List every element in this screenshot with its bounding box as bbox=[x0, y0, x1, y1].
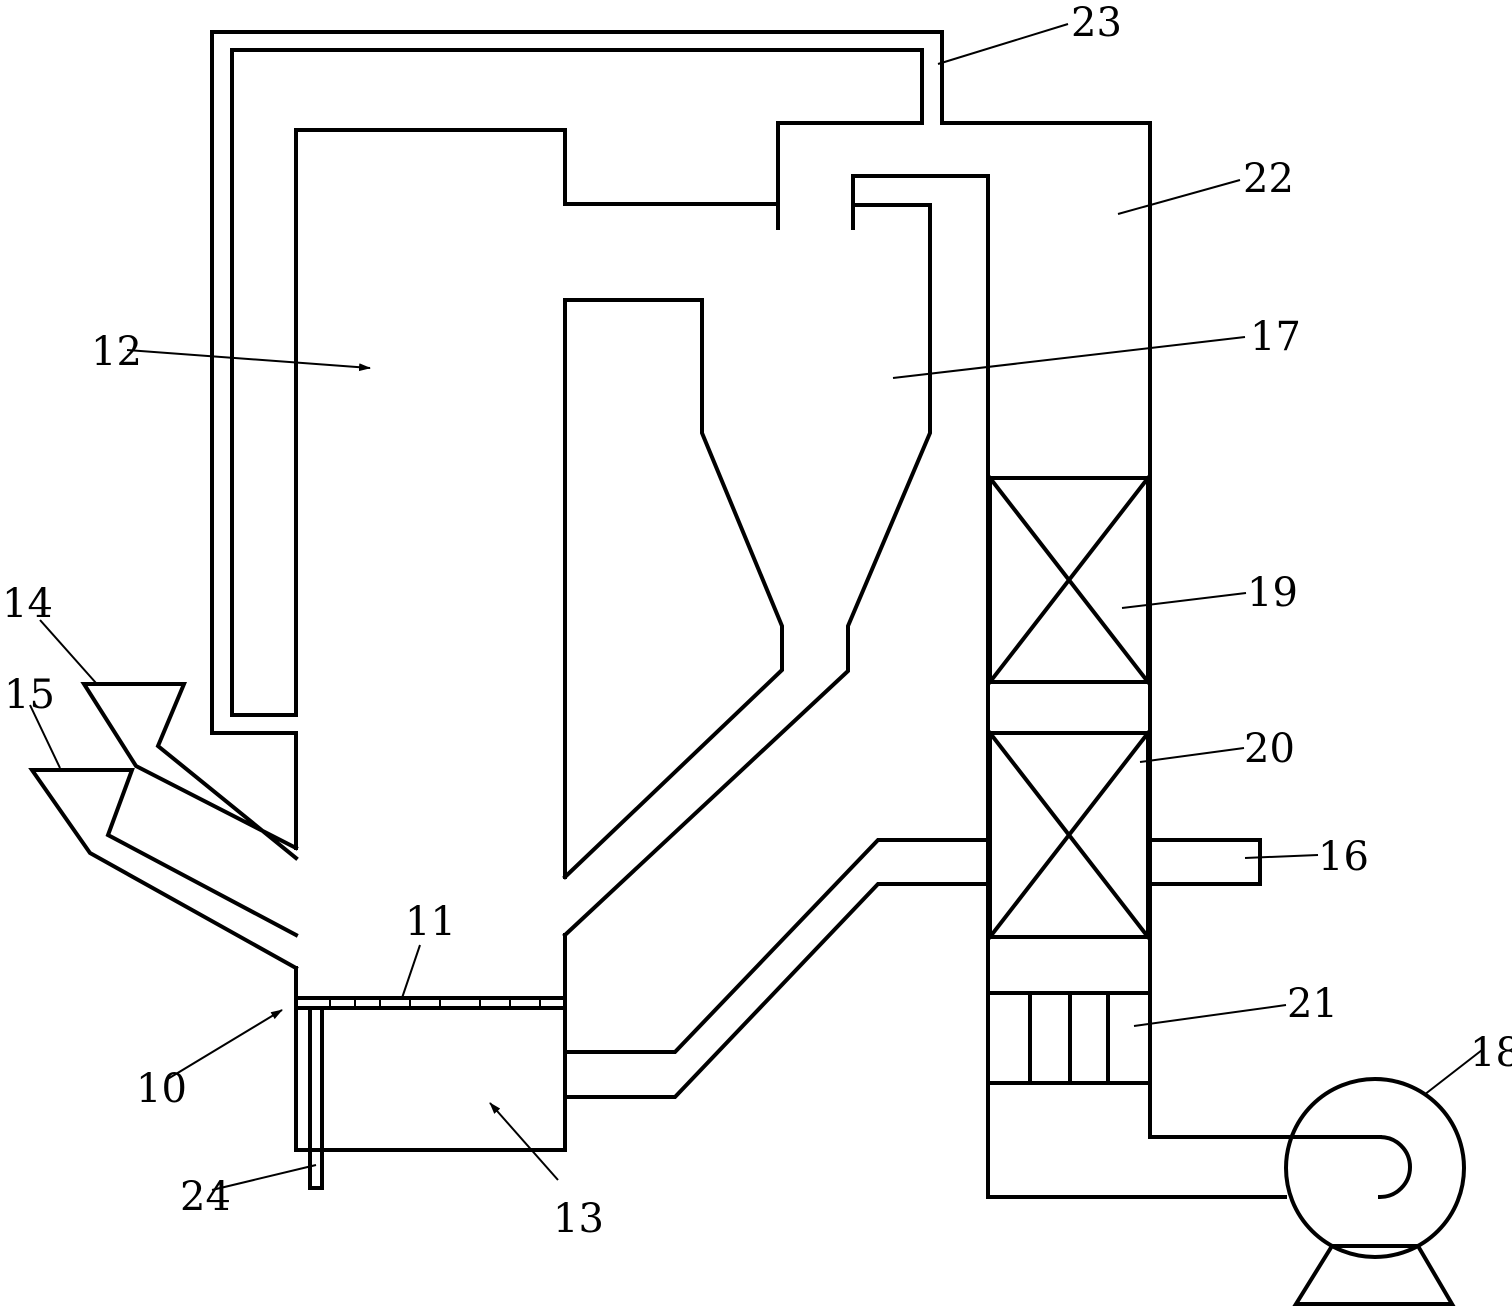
label-17: 17 bbox=[1250, 314, 1301, 360]
separator-outer-wall bbox=[851, 174, 1287, 1199]
leader-12 bbox=[126, 349, 371, 372]
leader-10 bbox=[165, 1009, 283, 1081]
furnace-chamber bbox=[294, 128, 932, 938]
label-10: 10 bbox=[136, 1066, 187, 1112]
leader-17 bbox=[892, 336, 1246, 379]
tube-bank-21 bbox=[988, 991, 1150, 1085]
label-24: 24 bbox=[180, 1174, 231, 1220]
label-23: 23 bbox=[1071, 0, 1122, 46]
feeder-14-hopper bbox=[80, 682, 299, 861]
return-duct-outer-wall bbox=[210, 30, 1382, 1139]
label-21: 21 bbox=[1287, 981, 1338, 1027]
air-supply-duct bbox=[563, 838, 990, 1099]
fan-casing bbox=[1284, 1077, 1466, 1259]
leader-24 bbox=[211, 1164, 317, 1191]
leader-15 bbox=[29, 704, 61, 769]
heat-exchanger-19 bbox=[987, 475, 1151, 685]
leader-21 bbox=[1133, 1004, 1287, 1027]
label-16: 16 bbox=[1318, 834, 1369, 880]
label-11: 11 bbox=[405, 899, 456, 945]
label-22: 22 bbox=[1243, 156, 1294, 202]
heat-exchanger-20 bbox=[987, 730, 1151, 940]
label-18: 18 bbox=[1470, 1030, 1512, 1076]
distributor-and-windbox bbox=[294, 933, 567, 1190]
slag-drain-pipe bbox=[308, 1006, 324, 1190]
leader-14 bbox=[39, 619, 97, 684]
furnace-partition-wall bbox=[562, 298, 784, 880]
label-14: 14 bbox=[2, 581, 53, 627]
furnace-left-wall-upper bbox=[294, 128, 780, 717]
fan-18 bbox=[1284, 1077, 1466, 1306]
leader-18 bbox=[1423, 1049, 1483, 1096]
return-duct-inner-wall bbox=[230, 48, 924, 717]
label-13: 13 bbox=[553, 1196, 604, 1242]
leader-13 bbox=[489, 1102, 559, 1181]
leader-23 bbox=[937, 23, 1069, 65]
fan-inlet-pipe-end bbox=[1377, 1134, 1412, 1200]
air-duct-lower-wall bbox=[563, 882, 990, 1099]
leader-11 bbox=[401, 944, 421, 999]
part-labels: 10 11 12 13 14 15 16 17 18 19 20 21 22 2… bbox=[2, 0, 1512, 1242]
leader-lines bbox=[29, 23, 1483, 1191]
feed-hoppers bbox=[28, 682, 299, 971]
leader-22 bbox=[1117, 179, 1241, 215]
feeder-15-hopper bbox=[28, 768, 299, 971]
label-19: 19 bbox=[1247, 570, 1298, 616]
fan-stand bbox=[1292, 1244, 1456, 1306]
windbox-body bbox=[294, 966, 567, 1152]
air-duct-upper-wall bbox=[563, 838, 990, 1054]
label-20: 20 bbox=[1244, 726, 1295, 772]
return-duct bbox=[210, 30, 1382, 1139]
leader-20 bbox=[1139, 747, 1245, 763]
leader-19 bbox=[1121, 592, 1247, 609]
label-12: 12 bbox=[91, 329, 142, 375]
label-15: 15 bbox=[4, 672, 55, 718]
distribution-plate-nozzles bbox=[329, 998, 541, 1008]
outlet-16-pipe bbox=[1148, 838, 1262, 886]
leader-16 bbox=[1244, 854, 1319, 859]
